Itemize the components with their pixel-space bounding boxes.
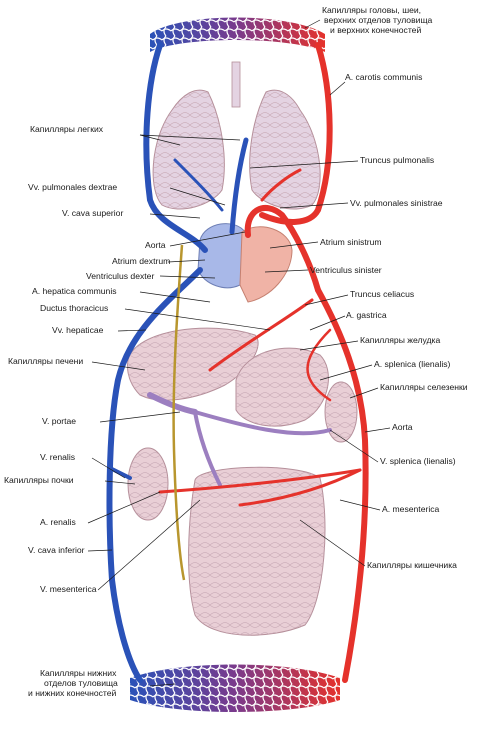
leader-lines — [87, 19, 391, 687]
label-carotis: A. carotis communis — [345, 72, 422, 82]
label-hepatica: A. hepatica communis — [32, 286, 117, 296]
label-cap-lower-2: отделов туловища — [44, 678, 118, 688]
kidney — [127, 447, 169, 521]
label-splenica-v: V. splenica (lienalis) — [380, 456, 456, 466]
label-ventr-sin: Ventriculus sinister — [310, 265, 382, 275]
liver — [127, 327, 259, 401]
label-aorta-abd: Aorta — [392, 422, 413, 432]
label-cap-liver: Капилляры печени — [8, 356, 83, 366]
portal-vein — [147, 392, 198, 415]
label-cap-kidney: Капилляры почки — [4, 475, 74, 485]
renal-artery — [158, 468, 362, 494]
intestines — [188, 466, 326, 636]
descending-aorta — [315, 287, 369, 683]
label-atrium-sin: Atrium sinistrum — [320, 237, 382, 247]
mesenteric-vein — [193, 410, 222, 487]
label-renalis-v: V. renalis — [40, 452, 75, 462]
label-cap-lungs: Капилляры легких — [30, 124, 104, 134]
label-cap-head-1: Капилляры головы, шеи, — [322, 5, 421, 15]
label-cap-lower-3: и нижних конечностей — [28, 688, 117, 698]
lower-capillary-network — [130, 664, 340, 712]
celiac-trunk — [208, 298, 314, 372]
stomach — [235, 347, 329, 427]
label-vv-pulm-dex: Vv. pulmonales dextrae — [28, 182, 117, 192]
label-portae: V. portae — [42, 416, 76, 426]
label-cap-intestine: Капилляры кишечника — [367, 560, 457, 570]
label-cap-stomach: Капилляры желудка — [360, 335, 440, 345]
arterial-system — [158, 42, 369, 683]
splenic-artery — [306, 328, 332, 402]
label-vv-hepaticae: Vv. hepaticae — [52, 325, 104, 335]
spleen — [324, 381, 358, 443]
label-cap-lower-1: Капилляры нижних — [40, 668, 117, 678]
label-vv-pulm-sin: Vv. pulmonales sinistrae — [350, 198, 443, 208]
label-aorta-top: Aorta — [145, 240, 166, 250]
label-ventr-dex: Ventriculus dexter — [86, 271, 154, 281]
renal-vein — [108, 466, 132, 480]
label-cava-sup: V. cava superior — [62, 208, 123, 218]
head-capillary-network — [150, 17, 325, 52]
pulmonary-arteries-left — [260, 168, 302, 202]
label-celiacus: Truncus celiacus — [350, 289, 414, 299]
heart — [197, 223, 293, 303]
label-mesenterica-v: V. mesenterica — [40, 584, 97, 594]
pulmonary-trunk — [229, 137, 249, 235]
thoracic-duct — [172, 244, 186, 581]
portal-system — [147, 392, 332, 487]
vena-cava-superior — [143, 42, 208, 253]
aortic-arch — [244, 204, 321, 293]
labels: Капилляры головы, шеи, верхних отделов т… — [4, 5, 468, 698]
pulmonary-veins-right — [173, 158, 224, 212]
label-ductus: Ductus thoracicus — [40, 303, 108, 313]
label-cap-head-2: верхних отделов туловища — [324, 15, 433, 25]
splenic-vein — [193, 410, 332, 436]
label-mesenterica-a: A. mesenterica — [382, 504, 440, 514]
label-atrium-dex: Atrium dextrum — [112, 256, 170, 266]
label-gastrica: A. gastrica — [346, 310, 387, 320]
lungs — [152, 61, 321, 210]
label-splenica-a: A. splenica (lienalis) — [374, 359, 451, 369]
label-cava-inf: V. cava inferior — [28, 545, 85, 555]
mesenteric-artery — [238, 468, 362, 507]
label-cap-head-3: и верхних конечностей — [330, 25, 421, 35]
label-truncus-pulm: Truncus pulmonalis — [360, 155, 434, 165]
label-renalis-a: A. renalis — [40, 517, 76, 527]
label-cap-spleen: Капилляры селезенки — [380, 382, 468, 392]
